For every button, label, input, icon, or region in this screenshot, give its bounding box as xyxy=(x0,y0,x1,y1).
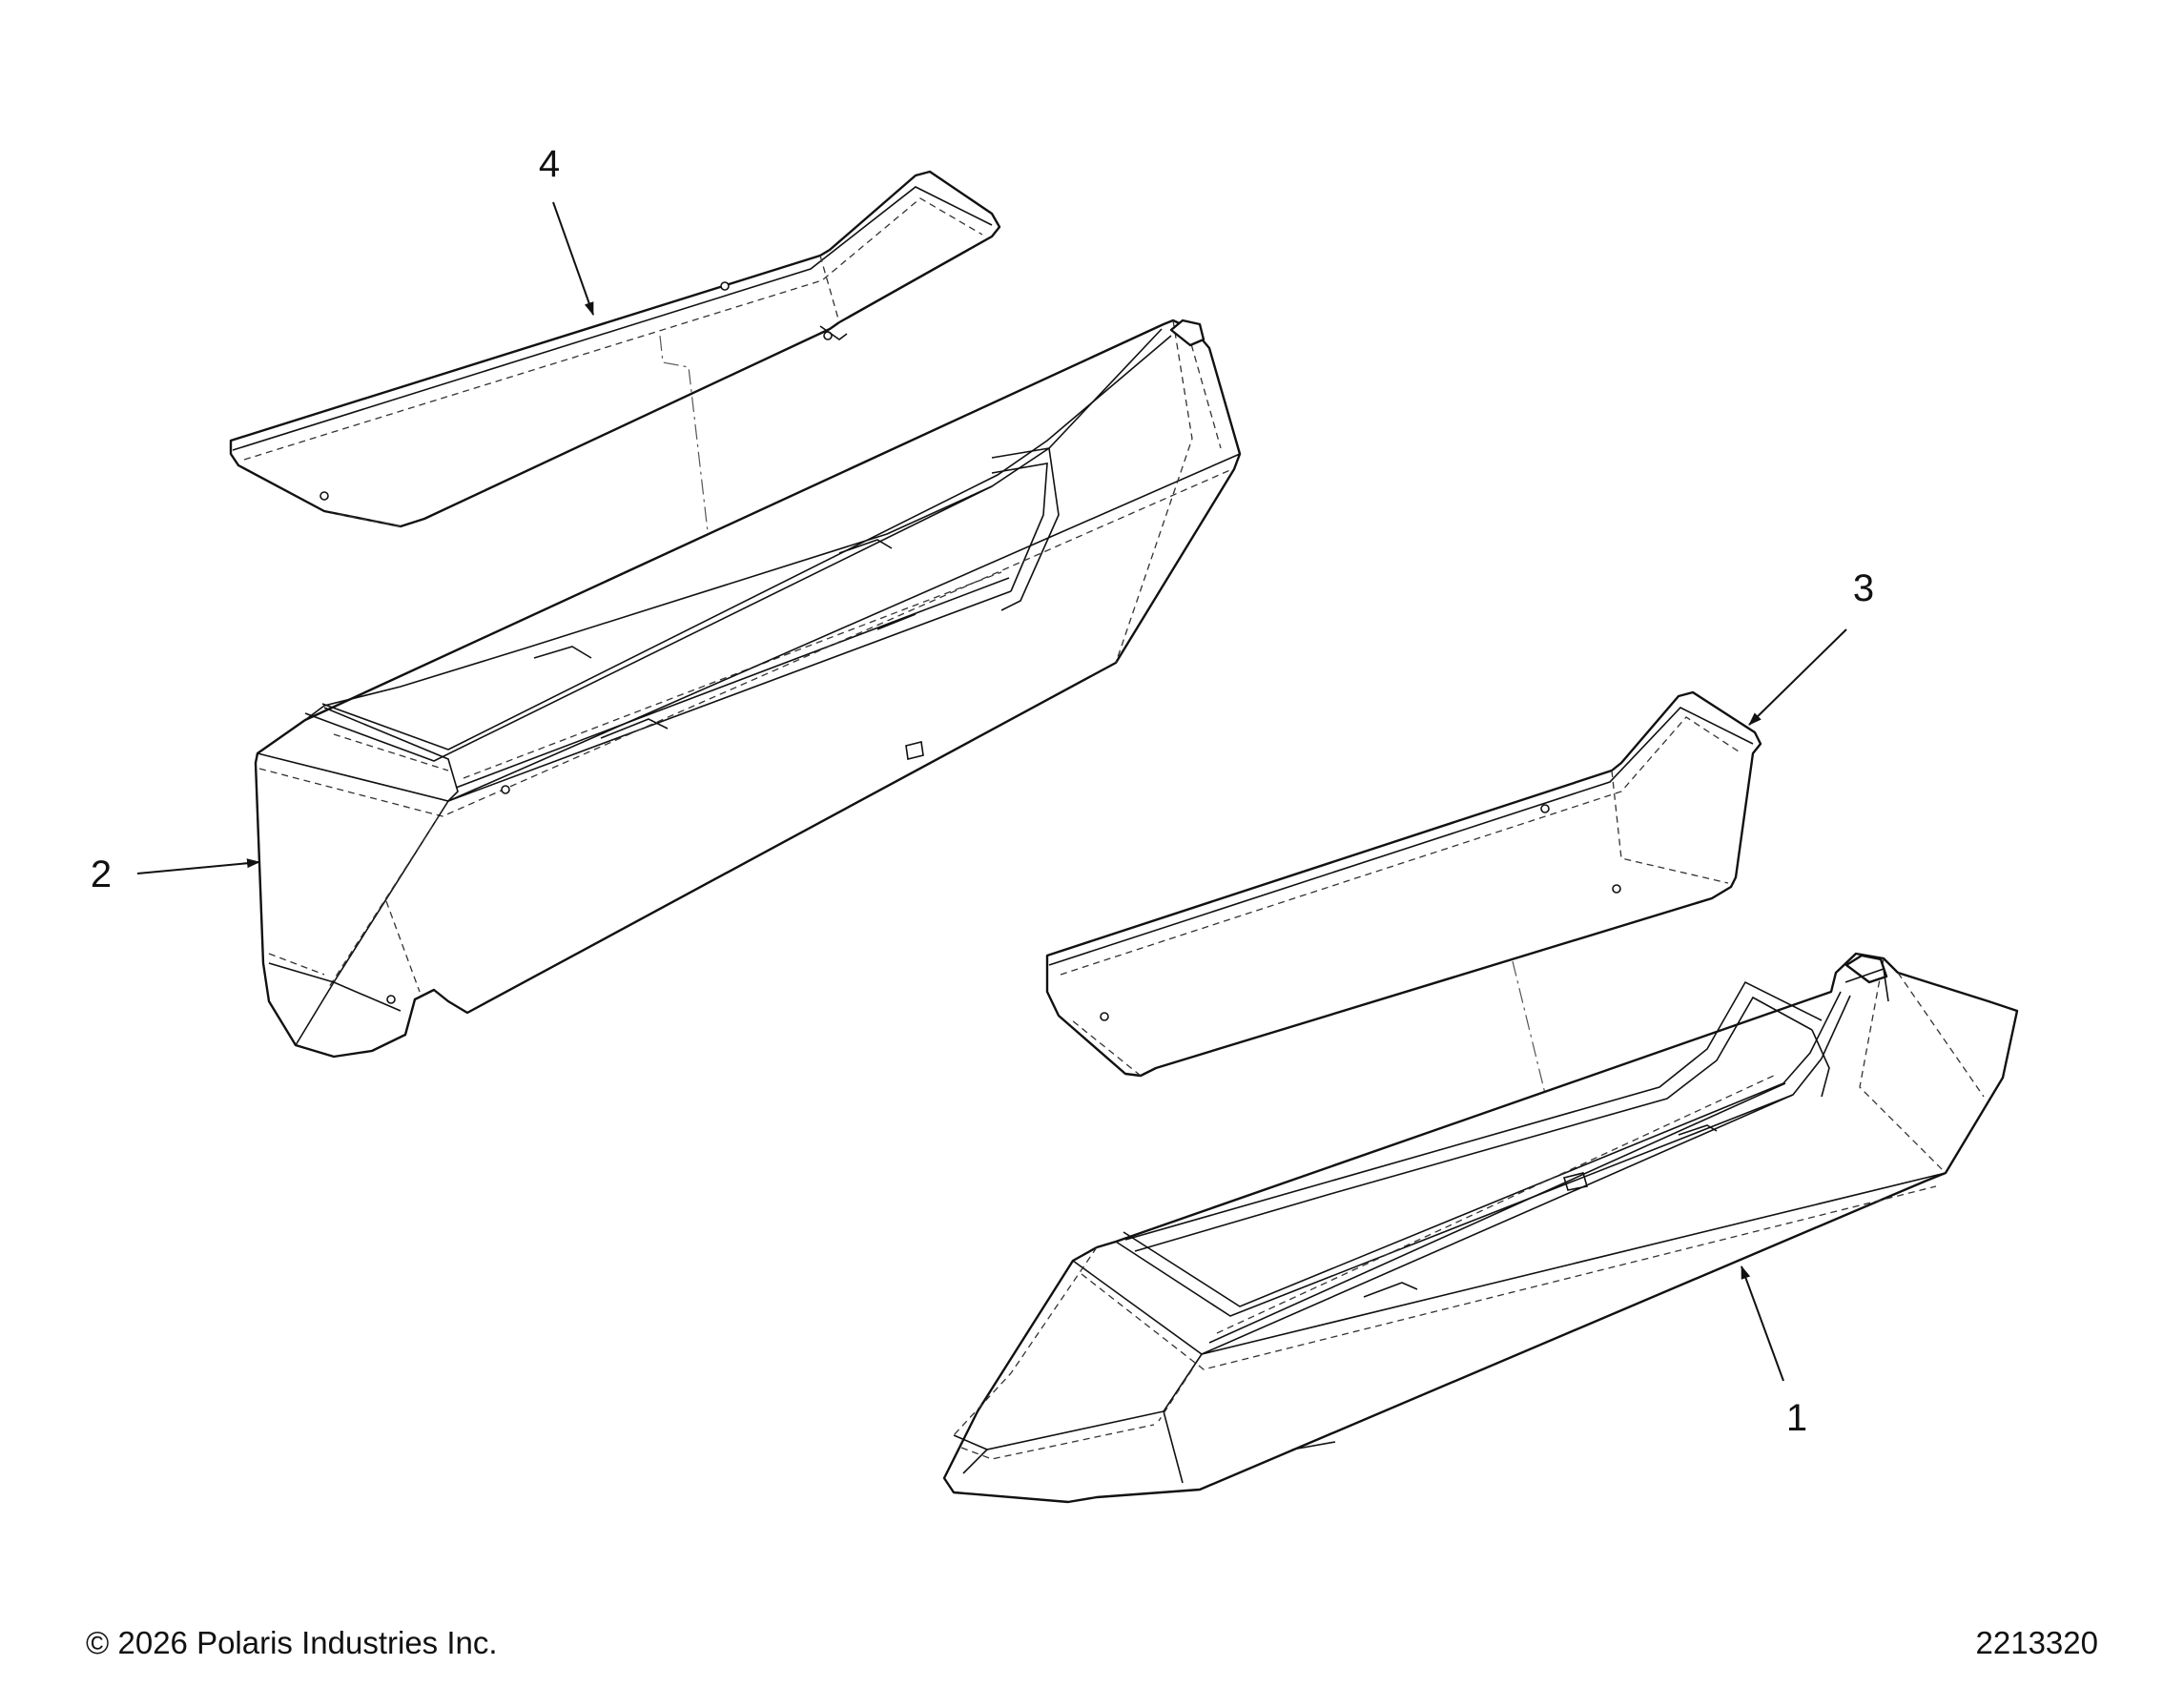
drawing-number: 2213320 xyxy=(1975,1625,2098,1660)
part-1-tray xyxy=(942,952,2019,1504)
callout-4: 4 xyxy=(539,143,594,316)
part-3-lid xyxy=(1045,690,1762,1078)
leader-2-arrow xyxy=(136,858,260,874)
callout-3: 3 xyxy=(1748,567,1874,726)
callout-1: 1 xyxy=(1741,1265,1807,1439)
part-2-tray xyxy=(254,319,1242,1059)
callout-4-label: 4 xyxy=(539,143,560,185)
part-4-lid xyxy=(229,170,1001,528)
callout-2: 2 xyxy=(91,854,260,895)
callout-2-label: 2 xyxy=(91,854,112,895)
callout-1-label: 1 xyxy=(1786,1397,1807,1439)
alignment-line-upper xyxy=(659,335,728,697)
callout-3-label: 3 xyxy=(1853,567,1874,609)
leader-1-arrow xyxy=(1741,1265,1784,1382)
leader-3-arrow xyxy=(1748,628,1847,726)
copyright-notice: © 2026 Polaris Industries Inc. xyxy=(86,1625,498,1660)
leader-4-arrow xyxy=(552,201,594,316)
